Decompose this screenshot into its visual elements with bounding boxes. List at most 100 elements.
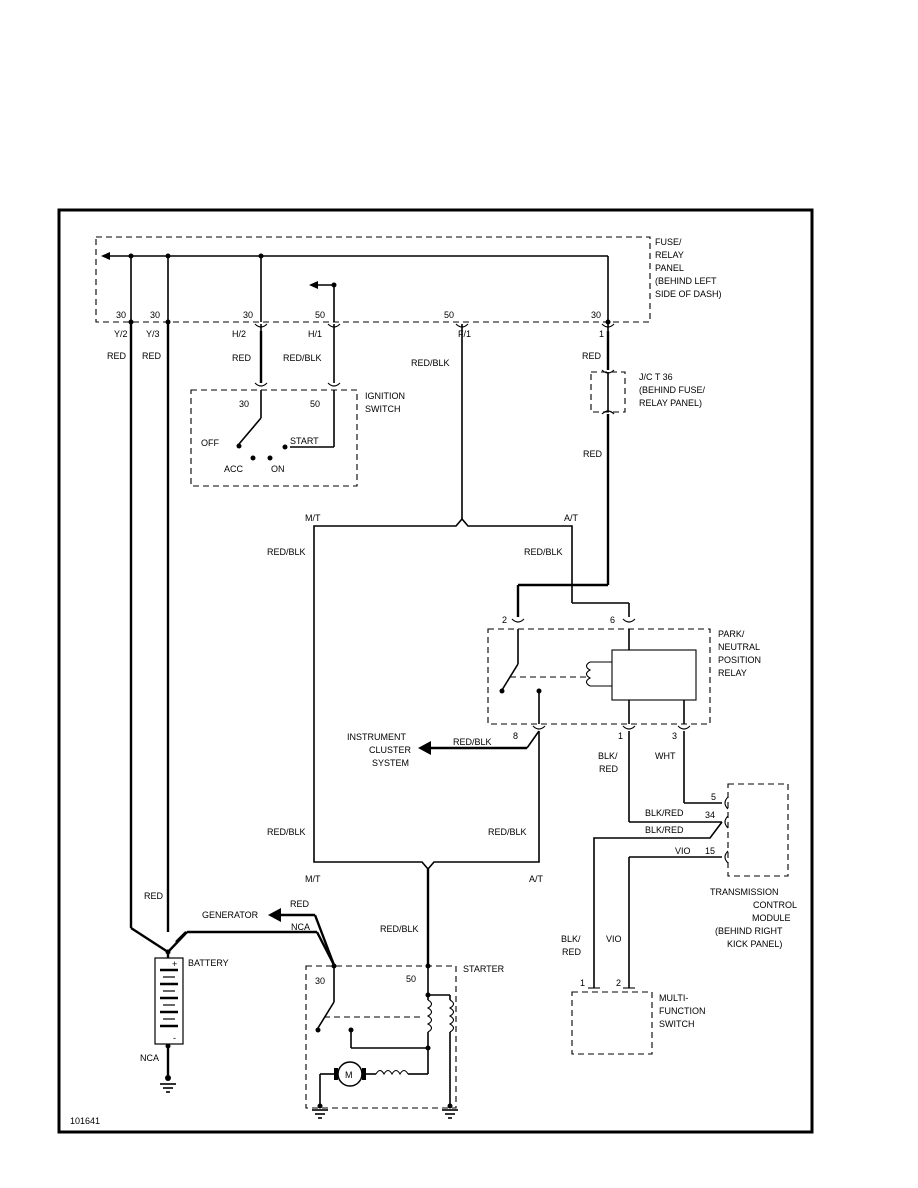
wire-label-red-jct-top: RED (582, 351, 602, 361)
park-neutral-relay: 2 6 PARK/ NEUTRAL POSITION RELAY 1 3 8 (487, 615, 761, 741)
fuse-panel-title-line4: (BEHIND LEFT (655, 276, 717, 286)
wire-label-redblk-instrument: RED/BLK (453, 737, 492, 747)
jct-title-line2: (BEHIND FUSE/ (639, 385, 706, 395)
fuse-terminal-30-y3: 30 (150, 310, 160, 320)
fuse-panel-title-line3: PANEL (655, 263, 684, 273)
relay-tcm-wires: BLK/ RED BLK/RED WHT BLK/RED VIO BLK/ RE… (561, 731, 723, 980)
multi-function-switch: 1 2 MULTI- FUNCTION SWITCH (571, 978, 706, 1055)
tcm-title-line2: CONTROL (753, 900, 797, 910)
battery-trunk-wires: RED RED RED (107, 322, 336, 966)
ignition-title-line1: IGNITION (365, 391, 405, 401)
fuse-terminal-50-h1: 50 (315, 310, 325, 320)
fuse-terminal-30-c1: 30 (591, 310, 601, 320)
ignition-acc-label: ACC (224, 464, 244, 474)
tcm-pin-5: 5 (711, 792, 716, 802)
fuse-panel-title-line1: FUSE/ (655, 237, 682, 247)
battery: + - BATTERY NCA (140, 952, 229, 1093)
fuse-panel-title-line5: SIDE OF DASH) (655, 289, 722, 299)
starter: STARTER 30 50 M (305, 963, 505, 1119)
wire-label-redblk-at-upper: RED/BLK (524, 547, 563, 557)
transmission-control-module: 5 34 15 TRANSMISSION CONTROL MODULE (BEH… (705, 783, 797, 949)
start-signal-branch: RED/BLK M/T A/T RED/BLK RED/BLK RED/BLK (267, 331, 630, 858)
wire-label-redblk-starter: RED/BLK (380, 924, 419, 934)
fuse-panel-title-line2: RELAY (655, 250, 684, 260)
battery-nca-label: NCA (140, 1053, 159, 1063)
relay-title-line3: POSITION (718, 655, 761, 665)
wire-label-blk-slash: BLK/ (598, 751, 618, 761)
battery-minus-sign: - (173, 1033, 176, 1043)
connector-y2: Y/2 (114, 329, 128, 339)
instrument-cluster-output: RED/BLK INSTRUMENT CLUSTER SYSTEM (347, 730, 540, 768)
relay-to-starter-wire: RED/BLK M/T A/T RED/BLK (305, 731, 544, 965)
panel-connectors (254, 323, 615, 331)
connector-f1: F/1 (458, 329, 471, 339)
wire-label-wht: WHT (655, 751, 676, 761)
relay-pin-1: 1 (618, 731, 623, 741)
jct-title-line3: RELAY PANEL) (639, 398, 702, 408)
wire-label-red-y3: RED (142, 351, 162, 361)
wire-label-redblk-at-lower: RED/BLK (488, 827, 527, 837)
ignition-on-label: ON (271, 464, 285, 474)
connector-1: 1 (599, 329, 604, 339)
generator-label: GENERATOR (202, 910, 259, 920)
wire-label-redblk-ignition: RED/BLK (283, 353, 322, 363)
jct-title-line1: J/C T 36 (639, 372, 673, 382)
fuse-terminal-30-y2: 30 (116, 310, 126, 320)
ignition-start-label: START (290, 436, 319, 446)
branch-mt-top: M/T (305, 513, 321, 523)
fuse-terminal-50-f1: 50 (444, 310, 454, 320)
wire-label-blkred-34: BLK/RED (645, 808, 684, 818)
junction-connector-t36: RED J/C T 36 (BEHIND FUSE/ RELAY PANEL) … (516, 331, 706, 617)
battery-plus-sign: + (172, 959, 177, 969)
wire-label-red-battery: RED (144, 891, 164, 901)
ignition-terminal-50: 50 (310, 399, 320, 409)
wire-label-red-mfs: RED (562, 947, 582, 957)
connector-y3: Y/3 (146, 329, 160, 339)
tcm-title-line5: KICK PANEL) (727, 939, 782, 949)
relay-pin-3: 3 (672, 731, 677, 741)
mfs-title-line3: SWITCH (659, 1019, 695, 1029)
branch-at-top: A/T (564, 513, 579, 523)
mfs-title-line1: MULTI- (659, 993, 688, 1003)
fuse-relay-panel: FUSE/ RELAY PANEL (BEHIND LEFT SIDE OF D… (95, 236, 722, 339)
tcm-title-line4: (BEHIND RIGHT (715, 926, 783, 936)
wire-label-red-ignition: RED (232, 353, 252, 363)
relay-pin-8: 8 (513, 731, 518, 741)
mfs-title-line2: FUNCTION (659, 1006, 706, 1016)
fuse-terminal-30-h2: 30 (243, 310, 253, 320)
wire-label-red-slash: RED (599, 764, 619, 774)
ignition-off-label: OFF (201, 438, 219, 448)
mfs-pin-2: 2 (616, 978, 621, 988)
wire-label-vio-mfs: VIO (606, 934, 622, 944)
relay-title-line1: PARK/ (718, 629, 745, 639)
starter-label: STARTER (463, 964, 505, 974)
battery-label: BATTERY (188, 958, 229, 968)
branch-at-bottom: A/T (529, 874, 544, 884)
wire-label-vio-tcm: VIO (675, 846, 691, 856)
wire-label-redblk-f1: RED/BLK (411, 358, 450, 368)
wire-label-blk-mfs: BLK/ (561, 934, 581, 944)
tcm-title-line1: TRANSMISSION (710, 887, 779, 897)
connector-h2: H/2 (232, 329, 246, 339)
relay-title-line4: RELAY (718, 668, 747, 678)
wire-label-red-y2: RED (107, 351, 127, 361)
ignition-terminal-30: 30 (239, 399, 249, 409)
instrument-title-line1: INSTRUMENT (347, 732, 406, 742)
starter-terminal-30: 30 (315, 976, 325, 986)
instrument-title-line2: CLUSTER (369, 745, 412, 755)
diagram-frame (57, 208, 814, 1134)
diagram-id: 101641 (70, 1116, 100, 1126)
tcm-pin-34: 34 (705, 810, 715, 820)
wire-label-red-jct-bottom: RED (583, 449, 603, 459)
relay-pin-6: 6 (610, 615, 615, 625)
wire-label-redblk-mt-lower: RED/BLK (267, 827, 306, 837)
connector-h1: H/1 (308, 329, 322, 339)
generator-connection: GENERATOR RED NCA (202, 899, 336, 966)
instrument-title-line3: SYSTEM (372, 758, 409, 768)
wire-label-blkred-mfs: BLK/RED (645, 825, 684, 835)
relay-pin-2: 2 (502, 615, 507, 625)
ignition-title-line2: SWITCH (365, 404, 401, 414)
starter-terminal-50: 50 (406, 974, 416, 984)
ignition-switch: RED RED/BLK 30 50 OFF ACC ON START IGNIT… (190, 331, 405, 487)
